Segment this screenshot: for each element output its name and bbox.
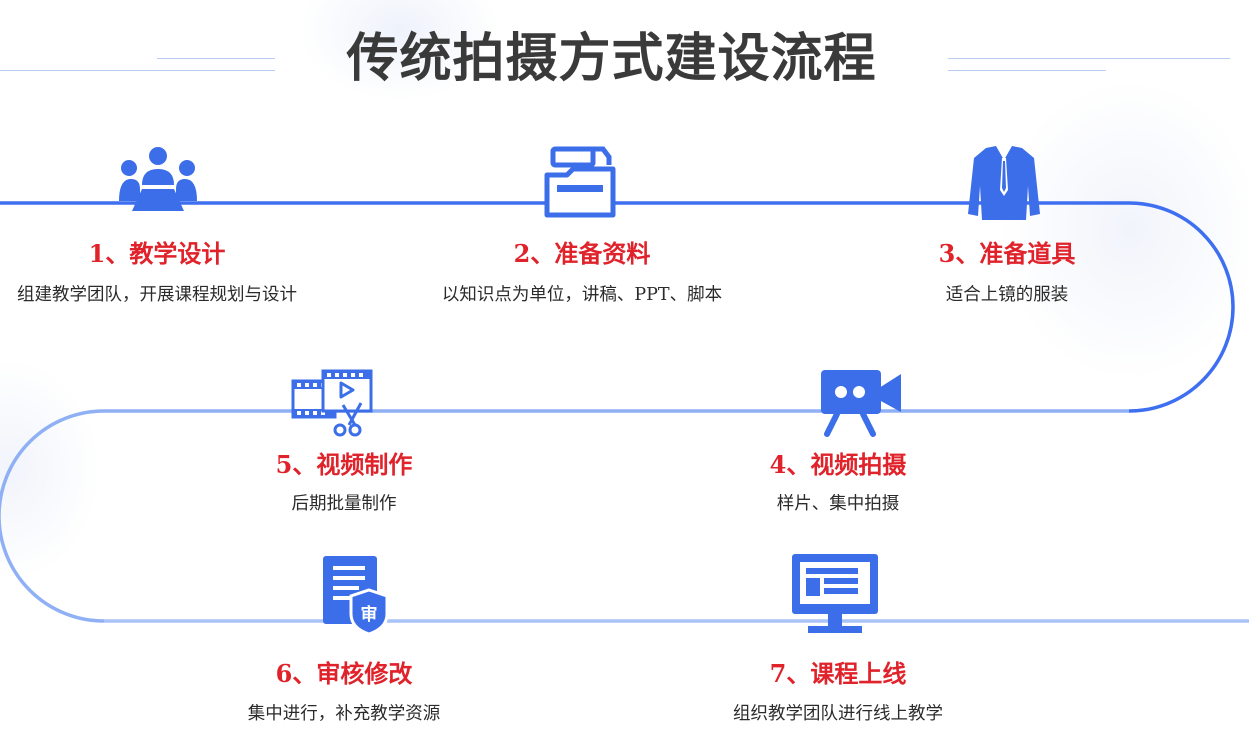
folder-icon: [544, 146, 616, 218]
step-7-title: 7、课程上线: [769, 659, 907, 688]
review-document-icon: 审: [323, 556, 389, 636]
suit-icon: [968, 146, 1040, 220]
title-decoration-right-bottom: [948, 70, 1106, 71]
step-3-title: 3、准备道具: [938, 239, 1076, 268]
step-7-description: 组织教学团队进行线上教学: [733, 704, 943, 724]
step-2-title: 2、准备资料: [513, 239, 651, 268]
video-camera-icon: [821, 370, 901, 437]
step-3-description: 适合上镜的服装: [945, 285, 1069, 305]
step-1-description: 组建教学团队，开展课程规划与设计: [17, 285, 297, 305]
step-4-title: 4、视频拍摄: [769, 450, 907, 479]
step-5-title: 5、视频制作: [275, 450, 413, 479]
flow-line-row2: [0, 409, 1129, 623]
step-6-description: 集中进行，补充教学资源: [247, 704, 441, 724]
flow-line-row1: [0, 201, 1235, 413]
title-decoration-left-top: [157, 58, 275, 59]
step-2-description: 以知识点为单位，讲稿、PPT、脚本: [441, 285, 723, 305]
page-title: 传统拍摄方式建设流程: [346, 28, 877, 89]
computer-monitor-icon: [792, 554, 878, 633]
step-5-description: 后期批量制作: [291, 494, 397, 514]
svg-text:审: 审: [361, 604, 378, 625]
title-decoration-left-bottom: [0, 70, 275, 71]
step-4-description: 样片、集中拍摄: [776, 494, 900, 514]
step-6-title: 6、审核修改: [275, 659, 413, 688]
step-1-title: 1、教学设计: [88, 239, 226, 268]
video-edit-icon: [291, 369, 373, 437]
title-decoration-right-top: [948, 58, 1230, 59]
team-meeting-icon: [119, 147, 197, 211]
